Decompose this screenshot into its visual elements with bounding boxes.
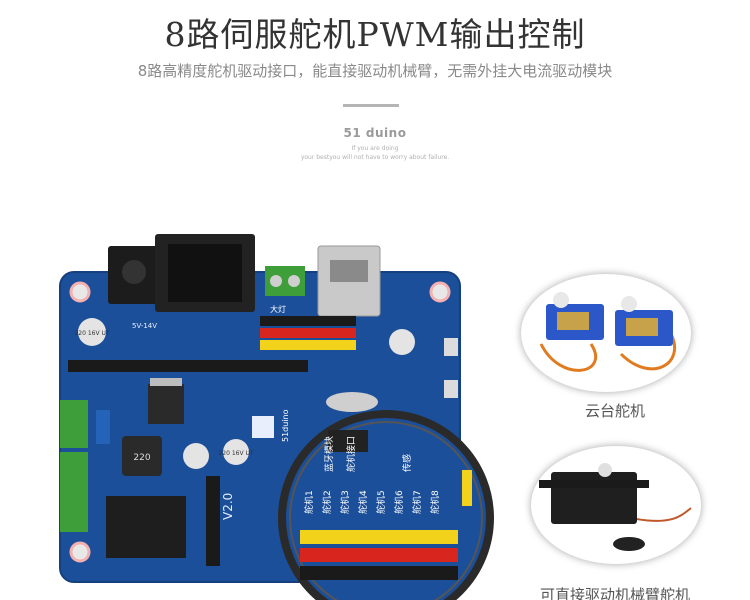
slot-label-3: 舵机3 bbox=[339, 490, 351, 514]
slot-labels: 舵机1 舵机2 舵机3 舵机4 舵机5 舵机6 舵机7 舵机8 bbox=[303, 490, 441, 514]
slot-label-5: 舵机5 bbox=[375, 490, 387, 514]
push-button bbox=[444, 380, 458, 398]
slot-label-2: 舵机2 bbox=[321, 490, 333, 514]
version-label: V2.0 bbox=[221, 493, 235, 520]
slot-label-4: 舵机4 bbox=[357, 490, 369, 514]
capacitor bbox=[223, 439, 249, 465]
voltage-label: 5V-14V bbox=[132, 322, 157, 330]
top-label-2: 舵机接口 bbox=[345, 436, 357, 472]
slot-label-7: 舵机7 bbox=[411, 490, 423, 514]
inductor bbox=[122, 436, 162, 476]
servo-body bbox=[551, 472, 637, 524]
mount-hole bbox=[69, 541, 91, 563]
pin-header bbox=[68, 360, 308, 372]
servo-pin-rows bbox=[300, 530, 458, 580]
brand-tagline: If you are doing bbox=[351, 145, 399, 152]
mount-hole bbox=[429, 281, 451, 303]
servo-caption-2: 可直接驱动机械臂舵机 bbox=[539, 586, 690, 600]
capacitor bbox=[78, 318, 106, 346]
mount-hole bbox=[69, 281, 91, 303]
board-logo bbox=[252, 416, 274, 438]
cap-label-2: 220 16V UT bbox=[218, 450, 253, 457]
terminal-block bbox=[60, 400, 88, 448]
standard-servo-photo bbox=[531, 446, 701, 564]
page-title: 8路伺服舵机PWM输出控制 bbox=[164, 15, 586, 54]
top-labels: 蓝牙模块 舵机接口 传感 bbox=[323, 436, 413, 472]
top-pin-header bbox=[260, 316, 356, 350]
terminal-block bbox=[60, 452, 88, 532]
reset-button bbox=[444, 338, 458, 356]
logo-text: 51duino bbox=[281, 409, 290, 442]
servo-caption-1: 云台舵机 bbox=[584, 402, 645, 420]
page-subtitle: 8路高精度舵机驱动接口，能直接驱动机械臂，无需外挂大电流驱动模块 bbox=[137, 62, 613, 80]
micro-servo-photo bbox=[521, 274, 691, 392]
inductor-label: 220 bbox=[133, 453, 150, 463]
pcb-board-photo: 220 16V UT 220 16V UT 5V-14V 大灯 220 V2.0… bbox=[59, 234, 494, 600]
cap-label: 220 16V UT bbox=[74, 330, 109, 337]
slot-label-6: 舵机6 bbox=[393, 490, 405, 514]
divider bbox=[343, 104, 399, 107]
capacitor bbox=[183, 443, 209, 469]
top-label-1: 蓝牙模块 bbox=[323, 436, 335, 472]
brand-name: 51 duino bbox=[343, 126, 407, 140]
magnifier-lens: 蓝牙模块 舵机接口 传感 舵机1 舵机2 舵机3 舵机4 舵机5 舵机6 舵机7… bbox=[278, 410, 494, 600]
jumper bbox=[96, 410, 110, 444]
top-label-3: 传感 bbox=[401, 454, 413, 472]
motor-driver-chip bbox=[106, 496, 186, 558]
slot-label-1: 舵机1 bbox=[303, 490, 315, 514]
brand-tagline-2: your bestyou will not have to worry abou… bbox=[300, 154, 450, 161]
capacitor bbox=[389, 329, 415, 355]
slot-label-8: 舵机8 bbox=[429, 490, 441, 514]
crystal bbox=[326, 392, 378, 412]
voltage-regulator bbox=[148, 384, 184, 424]
lamp-label: 大灯 bbox=[270, 304, 286, 314]
pin-header bbox=[206, 476, 220, 566]
